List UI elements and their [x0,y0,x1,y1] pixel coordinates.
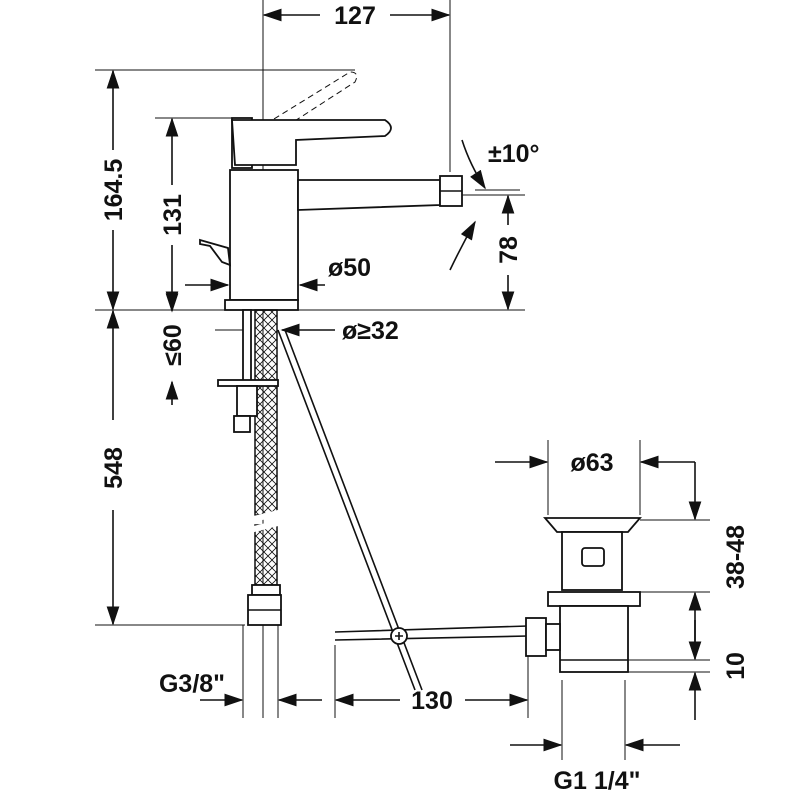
dim-drain-thread: G1 1/4" [554,767,641,795]
dim-131: 131 [159,194,187,236]
drain-rod [277,329,529,691]
faucet-body [199,71,463,311]
dim-hole-diameter: ø≥32 [342,317,399,345]
dim-10: 10 [722,652,750,680]
dimension-arrows [106,8,702,752]
dim-130: 130 [411,687,453,715]
dim-hose-thread: G3/8" [159,670,225,698]
dim-127: 127 [334,2,376,30]
dim-38-48: 38-48 [722,525,750,589]
supply-hose [217,309,283,626]
dim-548: 548 [100,447,128,489]
dim-tilt-angle: ±10° [488,140,540,168]
dim-drain-diameter: ø63 [570,449,613,477]
pop-up-waste [525,517,642,673]
dim-base-diameter: ø50 [328,254,371,282]
dim-164-5: 164.5 [100,159,128,222]
dim-deck-thickness: ≤60 [159,324,187,366]
dim-78: 78 [495,236,523,264]
